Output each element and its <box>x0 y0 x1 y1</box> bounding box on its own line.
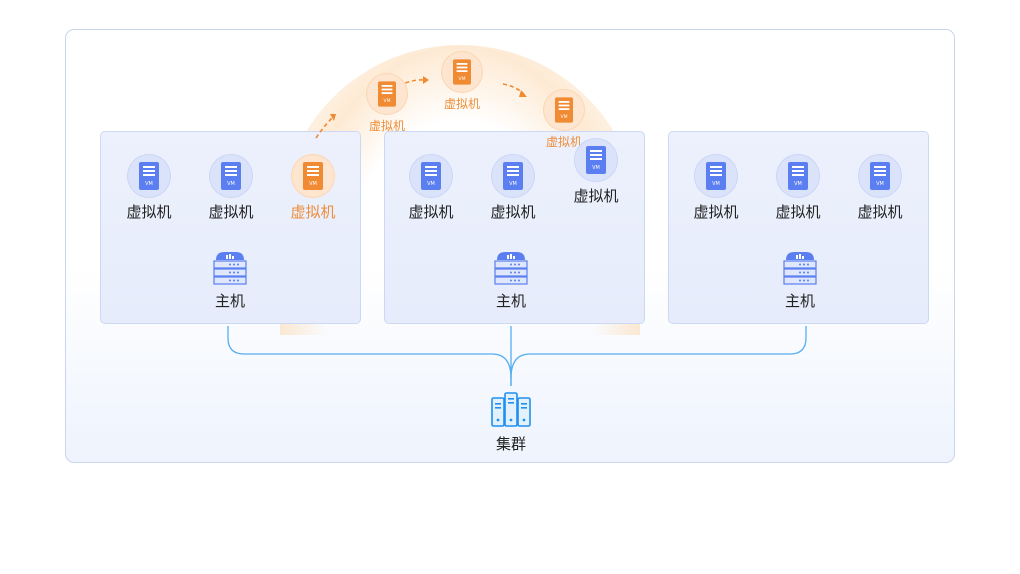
svg-text:VM: VM <box>794 181 802 187</box>
svg-text:VM: VM <box>384 98 391 104</box>
host-3: 主机 <box>770 250 830 310</box>
vm-icon: VM <box>441 51 483 93</box>
host-server-icon <box>494 252 528 285</box>
host-label: 主机 <box>784 292 815 310</box>
vm-icon: VM <box>366 73 408 115</box>
svg-text:VM: VM <box>227 181 235 187</box>
host-label: 主机 <box>214 292 245 310</box>
vm-migration-step-2: VM 虚拟机 <box>423 51 503 121</box>
vm-icon: VM <box>409 154 453 198</box>
vm-icon: VM <box>574 138 618 182</box>
host-server-icon <box>783 252 817 285</box>
vm-host2-3-migrated: VM 虚拟机 <box>557 138 637 208</box>
cluster-label: 集群 <box>495 435 526 453</box>
svg-text:VM: VM <box>876 181 884 187</box>
svg-text:VM: VM <box>712 181 720 187</box>
svg-text:VM: VM <box>145 181 153 187</box>
svg-text:VM: VM <box>561 114 568 120</box>
host-2: 主机 <box>481 250 541 310</box>
cluster-servers-icon <box>491 392 531 427</box>
vm-icon: VM <box>858 154 902 198</box>
vm-host3-3: VM 虚拟机 <box>841 154 921 224</box>
vm-host2-1: VM 虚拟机 <box>392 154 472 224</box>
vm-migration-step-1: VM 虚拟机 <box>348 73 428 143</box>
vm-label: 虚拟机 <box>545 135 582 149</box>
vm-label: 虚拟机 <box>775 203 821 221</box>
svg-text:VM: VM <box>427 181 435 187</box>
vm-label: 虚拟机 <box>126 203 172 221</box>
vm-host3-1: VM 虚拟机 <box>677 154 757 224</box>
vm-label: 虚拟机 <box>368 119 405 133</box>
cluster-node: 集群 <box>485 392 537 456</box>
vm-host1-2: VM 虚拟机 <box>192 154 272 224</box>
vm-host2-2: VM 虚拟机 <box>474 154 554 224</box>
host-1: 主机 <box>200 250 260 310</box>
vm-label: 虚拟机 <box>857 203 903 221</box>
vm-migration-step-3: VM 虚拟机 <box>525 89 605 159</box>
vm-icon: VM <box>694 154 738 198</box>
host-server-icon <box>213 252 247 285</box>
vm-icon: VM <box>776 154 820 198</box>
svg-text:VM: VM <box>509 181 517 187</box>
svg-text:VM: VM <box>459 76 466 82</box>
vm-icon: VM <box>127 154 171 198</box>
vm-label: 虚拟机 <box>290 203 336 221</box>
vm-icon: VM <box>491 154 535 198</box>
host-label: 主机 <box>495 292 526 310</box>
vm-label: 虚拟机 <box>208 203 254 221</box>
vm-host3-2: VM 虚拟机 <box>759 154 839 224</box>
vm-host1-1: VM 虚拟机 <box>110 154 190 224</box>
vm-label: 虚拟机 <box>408 203 454 221</box>
vm-label: 虚拟机 <box>693 203 739 221</box>
svg-text:VM: VM <box>592 165 600 171</box>
svg-text:VM: VM <box>309 181 317 187</box>
vm-icon: VM <box>209 154 253 198</box>
vm-icon: VM <box>291 154 335 198</box>
vm-label: 虚拟机 <box>443 97 480 111</box>
vm-icon: VM <box>543 89 585 131</box>
vm-host1-3-migrating: VM 虚拟机 <box>274 154 354 224</box>
vm-label: 虚拟机 <box>573 187 619 205</box>
vm-label: 虚拟机 <box>490 203 536 221</box>
